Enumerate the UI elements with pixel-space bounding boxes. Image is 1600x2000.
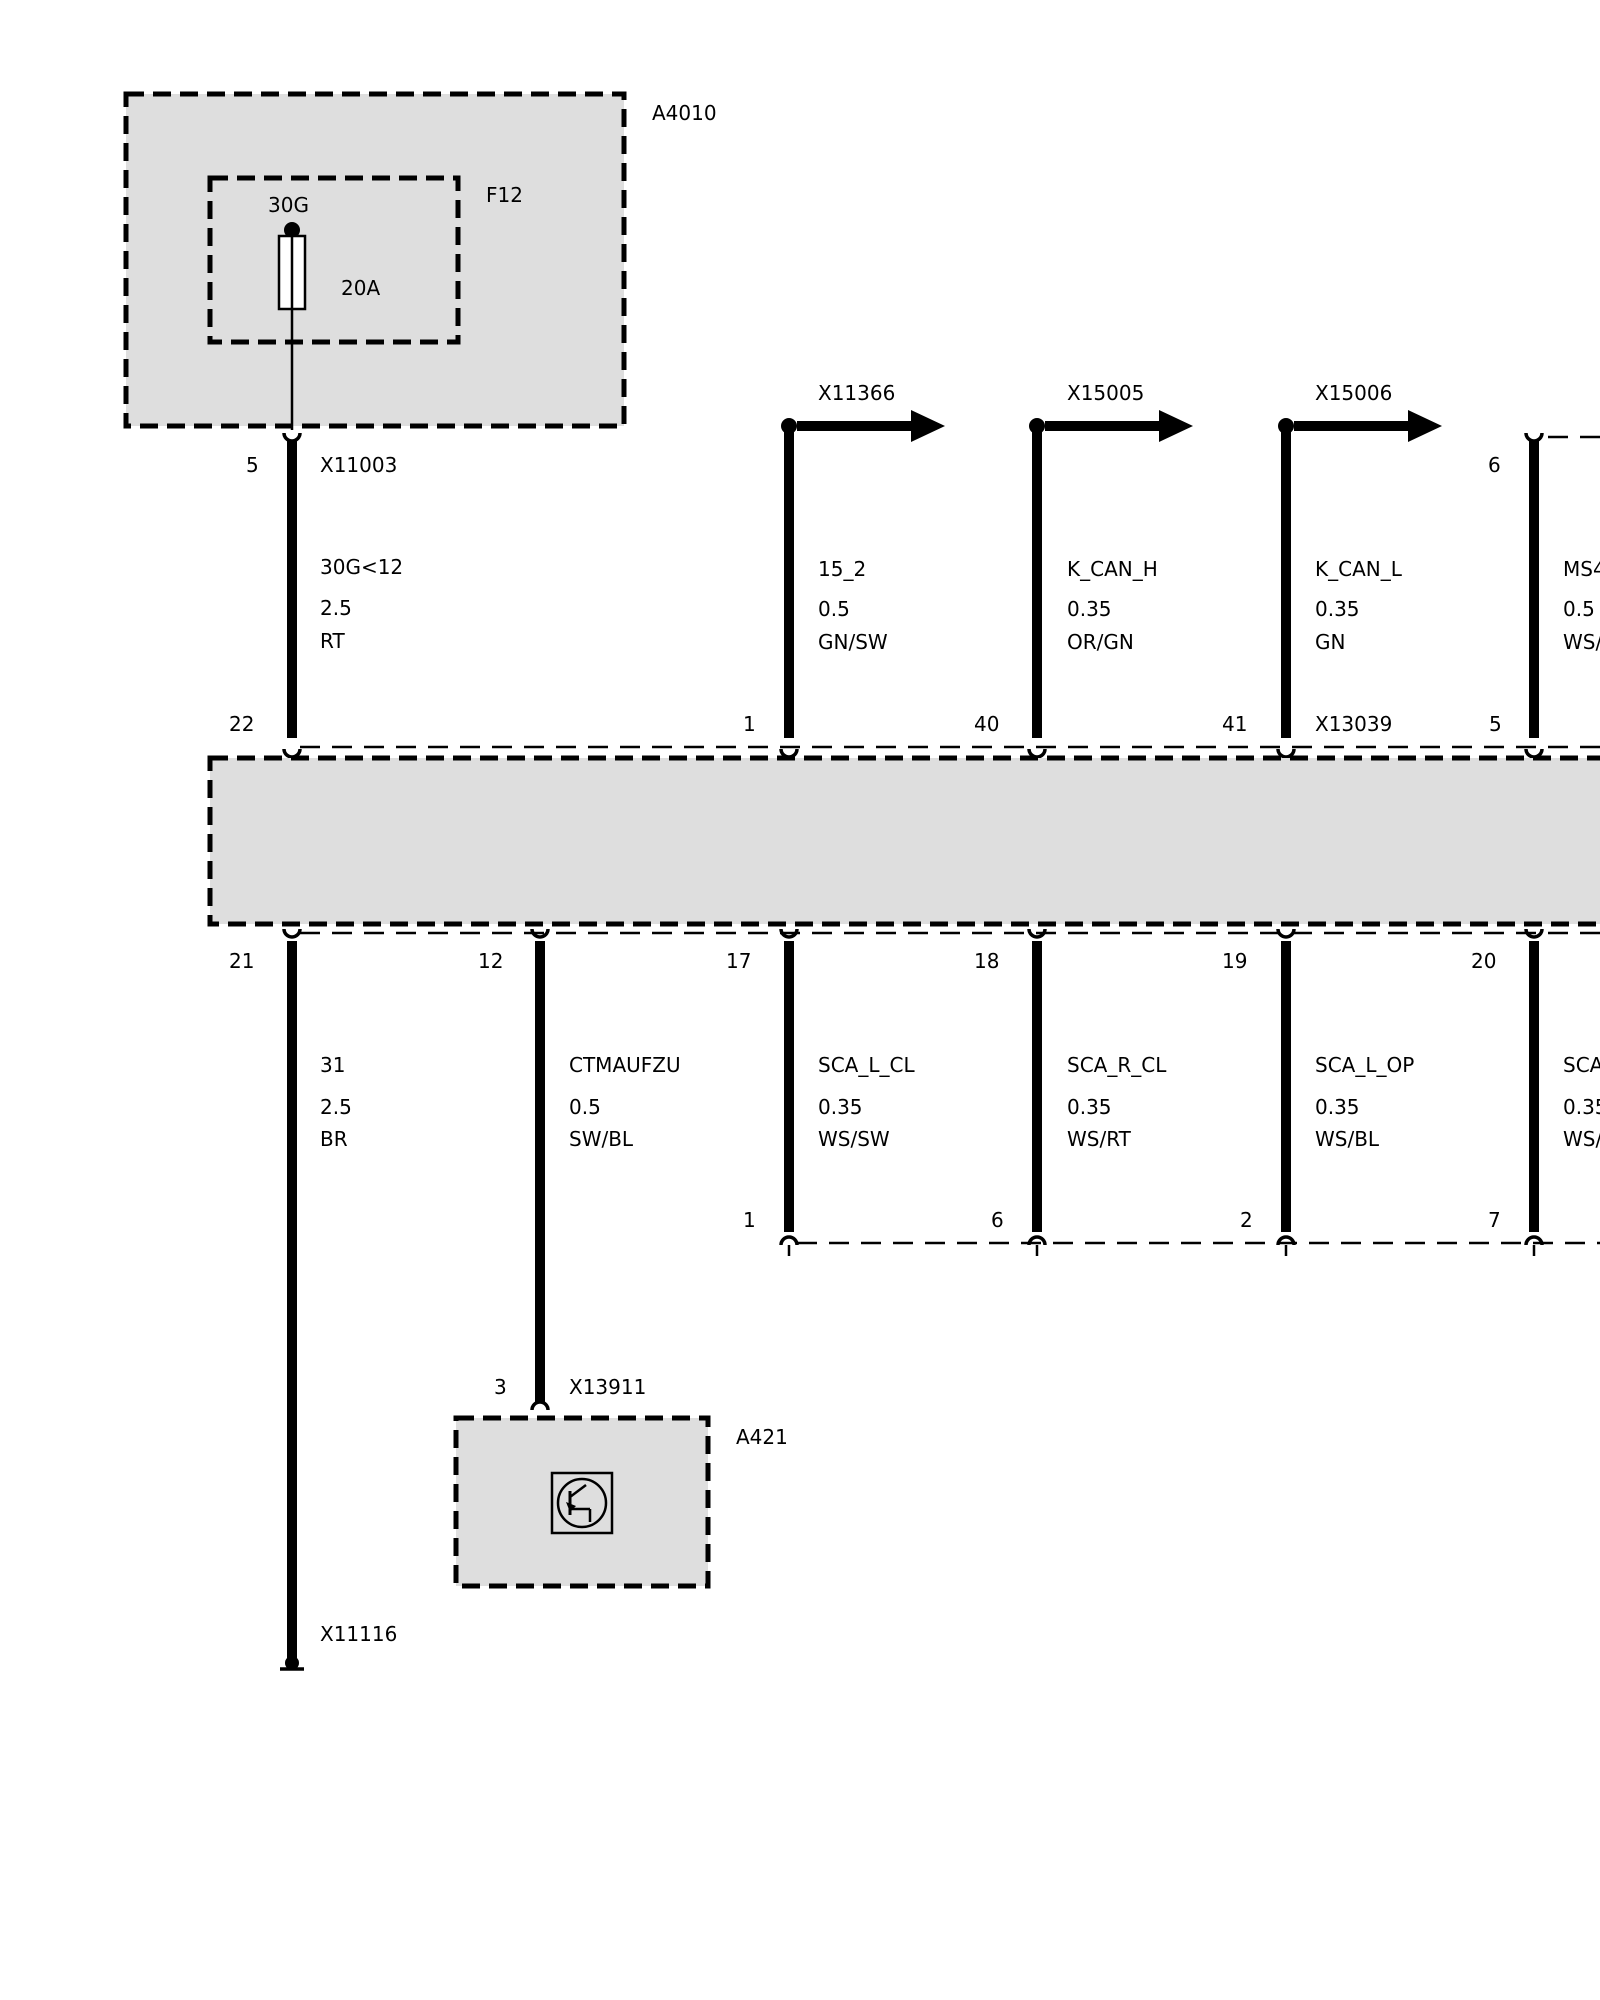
svg-text:20: 20 [1471, 949, 1496, 973]
svg-text:1: 1 [743, 1208, 756, 1232]
svg-text:WS/: WS/ [1563, 1127, 1600, 1151]
svg-text:RT: RT [320, 629, 345, 653]
arrow-x15005: X15005 [1029, 381, 1193, 442]
svg-text:2: 2 [1240, 1208, 1253, 1232]
lower-wire-1: 21 31 2.5 BR [229, 941, 352, 1660]
svg-text:K_CAN_L: K_CAN_L [1315, 557, 1403, 581]
svg-text:BR: BR [320, 1127, 348, 1151]
svg-text:SCA: SCA [1563, 1053, 1600, 1077]
svg-text:21: 21 [229, 949, 254, 973]
module-a4010-label: A4010 [652, 101, 717, 125]
fuse-terminal-label: 30G [268, 193, 309, 217]
svg-text:GN/SW: GN/SW [818, 630, 888, 654]
connector-x11003-icon [282, 432, 302, 443]
upper-wire-3: K_CAN_H 0.35 OR/GN 40 [974, 427, 1158, 738]
lower-wire-5: 19 SCA_L_OP 0.35 WS/BL 2 [1222, 941, 1414, 1232]
svg-text:0.35: 0.35 [1315, 1095, 1360, 1119]
arrow-x11366: X11366 [781, 381, 945, 442]
svg-text:X15006: X15006 [1315, 381, 1392, 405]
svg-text:X11366: X11366 [818, 381, 895, 405]
ground-x11116-label: X11116 [320, 1622, 397, 1646]
lower-wire-2: 12 CTMAUFZU 0.5 SW/BL [478, 941, 681, 1403]
ground-x11116-icon [280, 1656, 304, 1671]
svg-text:0.35: 0.35 [818, 1095, 863, 1119]
main-connector-bottom [282, 928, 1600, 939]
svg-text:WS/RT: WS/RT [1067, 1127, 1132, 1151]
svg-text:18: 18 [974, 949, 999, 973]
lower-wire-6: 20 SCA 0.35 WS/ 7 [1471, 941, 1600, 1232]
svg-text:0.35: 0.35 [1067, 1095, 1112, 1119]
top-right-pin: 6 [1488, 453, 1501, 477]
upper-wire-5: 6 MS4 0.5 WS/ 5 [1488, 432, 1600, 738]
svg-text:SW/BL: SW/BL [569, 1127, 634, 1151]
lower-wire-3: 17 SCA_L_CL 0.35 WS/SW 1 [726, 941, 915, 1232]
svg-text:SCA_L_CL: SCA_L_CL [818, 1053, 915, 1077]
svg-text:41: 41 [1222, 712, 1247, 736]
connector-x13911-icon [530, 1400, 550, 1411]
upper-wire-1: 30G<12 2.5 RT 22 [229, 440, 403, 738]
transistor-icon [550, 1471, 614, 1535]
svg-text:CTMAUFZU: CTMAUFZU [569, 1053, 681, 1077]
module-a421-box [453, 1415, 711, 1589]
svg-text:0.35: 0.35 [1315, 597, 1360, 621]
svg-text:40: 40 [974, 712, 999, 736]
connector-x13039-label: X13039 [1315, 712, 1392, 736]
svg-text:WS/BL: WS/BL [1315, 1127, 1380, 1151]
svg-text:WS/: WS/ [1563, 630, 1600, 654]
svg-text:7: 7 [1488, 1208, 1501, 1232]
svg-text:19: 19 [1222, 949, 1247, 973]
svg-text:SCA_R_CL: SCA_R_CL [1067, 1053, 1167, 1077]
connector-x13911-label: X13911 [569, 1375, 646, 1399]
svg-text:X15005: X15005 [1067, 381, 1144, 405]
svg-text:MS4: MS4 [1563, 557, 1600, 581]
svg-text:2.5: 2.5 [320, 1095, 352, 1119]
svg-text:2.5: 2.5 [320, 596, 352, 620]
fuse-f12-label: F12 [486, 183, 523, 207]
svg-text:22: 22 [229, 712, 254, 736]
svg-text:1: 1 [743, 712, 756, 736]
svg-text:6: 6 [991, 1208, 1004, 1232]
arrow-x15006: X15006 [1278, 381, 1442, 442]
svg-text:WS/SW: WS/SW [818, 1127, 890, 1151]
fuse-icon [277, 222, 307, 430]
connector-x11003-pin: 5 [246, 453, 259, 477]
svg-text:30G<12: 30G<12 [320, 555, 403, 579]
svg-text:K_CAN_H: K_CAN_H [1067, 557, 1158, 581]
connector-x11003-label: X11003 [320, 453, 397, 477]
svg-text:0.35: 0.35 [1067, 597, 1112, 621]
svg-text:0.35: 0.35 [1563, 1095, 1600, 1119]
svg-text:31: 31 [320, 1053, 345, 1077]
svg-text:0.5: 0.5 [818, 597, 850, 621]
svg-text:17: 17 [726, 949, 751, 973]
connector-x13911-pin: 3 [494, 1375, 507, 1399]
fuse-rating-label: 20A [341, 276, 380, 300]
svg-text:12: 12 [478, 949, 503, 973]
upper-wire-2: 15_2 0.5 GN/SW 1 [743, 427, 888, 738]
svg-text:SCA_L_OP: SCA_L_OP [1315, 1053, 1414, 1077]
svg-text:15_2: 15_2 [818, 557, 866, 581]
module-a421-label: A421 [736, 1425, 788, 1449]
fuse-f12-box [207, 175, 461, 345]
svg-text:0.5: 0.5 [569, 1095, 601, 1119]
svg-text:OR/GN: OR/GN [1067, 630, 1134, 654]
lower-connector [779, 1235, 1600, 1256]
svg-text:GN: GN [1315, 630, 1345, 654]
svg-text:0.5: 0.5 [1563, 597, 1595, 621]
lower-wire-4: 18 SCA_R_CL 0.35 WS/RT 6 [974, 941, 1167, 1232]
main-control-unit-box [207, 755, 1600, 927]
upper-wire-4: K_CAN_L 0.35 GN 41 X13039 [1222, 427, 1403, 738]
svg-text:5: 5 [1489, 712, 1502, 736]
